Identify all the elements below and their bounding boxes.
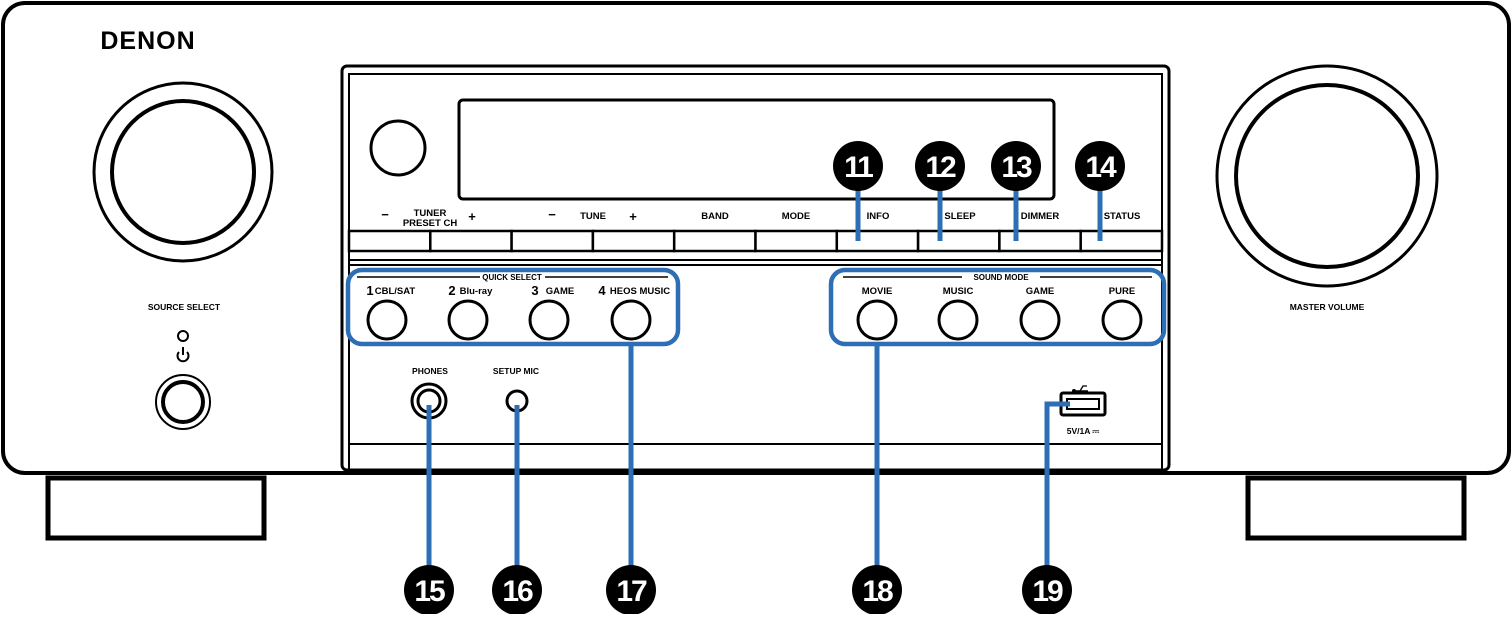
right-foot (1245, 475, 1467, 541)
callout-19-badge (1022, 565, 1072, 615)
usb-spec-label: 5V/1A ⎓ (1067, 426, 1101, 436)
tune-plus-label: + (629, 209, 637, 224)
quick-select-4-number: 4 (598, 283, 606, 298)
quick-select-2-button[interactable] (447, 299, 489, 341)
center-panel-inner (348, 73, 1163, 471)
quick-select-1-button[interactable] (366, 299, 408, 341)
master-volume-label: MASTER VOLUME (1290, 302, 1365, 312)
quick-select-3[interactable]: 3 GAME (528, 283, 575, 341)
left-foot (45, 475, 267, 541)
sound-mode-game-button[interactable] (1019, 299, 1061, 341)
band-label: BAND (701, 211, 729, 222)
callout-15: 15 (414, 575, 445, 608)
tune-label: TUNE (580, 211, 606, 222)
info-label: INFO (867, 211, 890, 222)
quick-select-highlight (345, 267, 681, 347)
callout-13: 13 (1001, 151, 1032, 184)
tune-minus-label: − (548, 207, 556, 222)
status-label: STATUS (1104, 211, 1141, 222)
callout-15-badge (404, 565, 454, 615)
quick-select-4[interactable]: 4 HEOS MUSIC (598, 283, 670, 341)
info-button[interactable] (835, 229, 920, 253)
highlight-layer (345, 190, 1167, 566)
callout-layer: 11 12 13 14 15 16 17 18 19 (404, 141, 1125, 615)
mode-label: MODE (782, 211, 811, 222)
dimmer-button[interactable] (998, 229, 1082, 253)
tuner-preset-plus-label: + (468, 209, 476, 224)
sound-mode-movie-button[interactable] (856, 299, 898, 341)
quick-select-2[interactable]: 2 Blu-ray (447, 283, 493, 341)
tune-minus-button[interactable] (510, 229, 595, 253)
callout-13-badge (991, 141, 1041, 191)
mode-button[interactable] (754, 229, 839, 253)
callout-17: 17 (616, 575, 647, 608)
sound-mode-movie-label: MOVIE (862, 286, 893, 297)
brand-logo: DENON (100, 27, 195, 55)
sound-mode-music-button[interactable] (937, 299, 979, 341)
quick-select-1-number: 1 (366, 283, 373, 298)
callout-18-badge (852, 565, 902, 615)
preset-minus-button[interactable] (347, 229, 432, 253)
display-window (457, 98, 1056, 201)
status-button[interactable] (1079, 229, 1164, 253)
callout-17-badge (606, 565, 656, 615)
sleep-button[interactable] (916, 229, 1001, 253)
usb-port[interactable] (1066, 398, 1100, 410)
callout-12: 12 (925, 151, 956, 184)
callout-14: 14 (1085, 151, 1117, 184)
tuner-preset-minus-label: − (381, 207, 389, 222)
callout-12-badge (915, 141, 965, 191)
callout-14-badge (1075, 141, 1125, 191)
quick-select-1[interactable]: 1 CBL/SAT (366, 283, 416, 341)
phones-label: PHONES (412, 366, 448, 376)
top-button-row (347, 229, 1164, 253)
sound-mode-music-label: MUSIC (943, 286, 974, 297)
tuner-label-line1: TUNER (414, 208, 447, 219)
sound-mode-highlight (828, 267, 1167, 347)
quick-select-2-label: Blu-ray (460, 286, 493, 297)
quick-select-2-number: 2 (448, 283, 455, 298)
callout-18: 18 (862, 575, 893, 608)
power-icon (176, 347, 190, 363)
setup-mic-label: SETUP MIC (493, 366, 539, 376)
sleep-label: SLEEP (944, 211, 976, 222)
quick-select-title: QUICK SELECT (482, 273, 542, 282)
dimmer-label: DIMMER (1021, 211, 1060, 222)
callout-16: 16 (502, 575, 533, 608)
quick-select-3-button[interactable] (528, 299, 570, 341)
quick-select-4-button[interactable] (610, 299, 652, 341)
sound-mode-pure-label: PURE (1109, 286, 1135, 297)
quick-select-3-label: GAME (546, 286, 575, 297)
master-volume-knob[interactable] (1234, 83, 1420, 269)
source-select-knob[interactable] (110, 99, 256, 245)
tune-plus-button[interactable] (591, 229, 676, 253)
remote-sensor (369, 119, 427, 177)
sound-mode-game-label: GAME (1026, 286, 1055, 297)
tuner-label-line2: PRESET CH (403, 218, 458, 229)
band-button[interactable] (672, 229, 757, 253)
callout-19: 19 (1032, 575, 1063, 608)
power-button[interactable] (161, 380, 205, 424)
sound-mode-pure-button[interactable] (1101, 299, 1143, 341)
leader-19 (1044, 401, 1070, 566)
preset-plus-button[interactable] (429, 229, 513, 253)
standby-led (177, 330, 189, 342)
quick-select-3-number: 3 (531, 283, 538, 298)
sound-mode-title: SOUND MODE (973, 273, 1029, 282)
quick-select-4-label: HEOS MUSIC (610, 286, 670, 297)
quick-select-1-label: CBL/SAT (375, 286, 416, 297)
callout-11-badge (833, 141, 883, 191)
callout-11: 11 (844, 151, 873, 184)
source-select-label: SOURCE SELECT (148, 302, 221, 312)
callout-16-badge (492, 565, 542, 615)
